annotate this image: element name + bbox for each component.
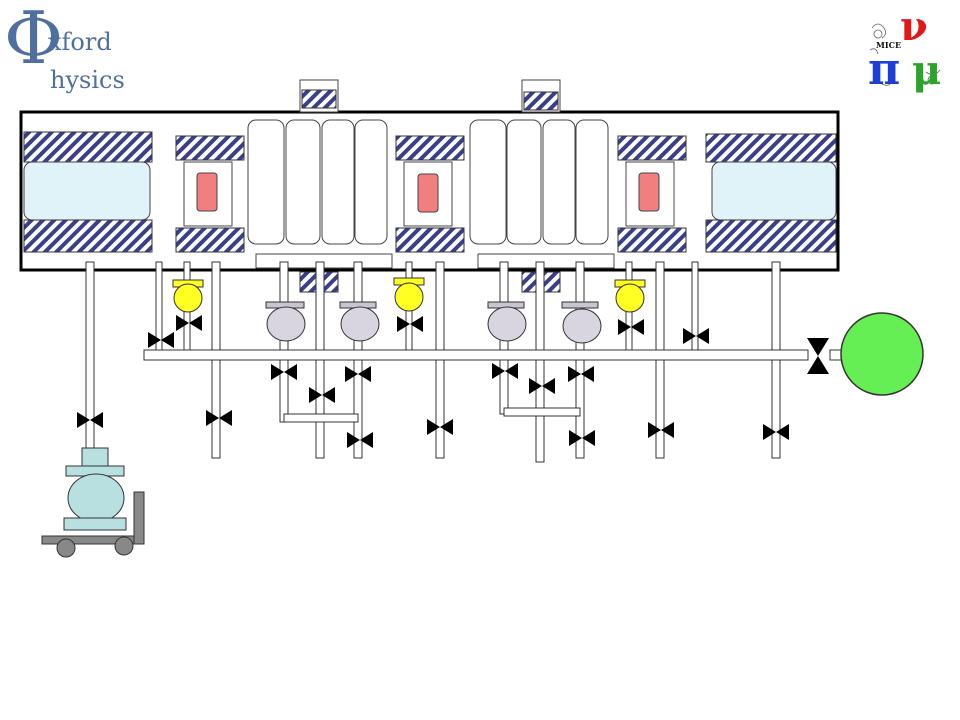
rf-cavity — [575, 119, 609, 245]
hatched-coil — [705, 133, 837, 163]
helium-dewar-trolley — [41, 447, 145, 558]
valve-icon — [176, 315, 202, 331]
red-coil — [638, 172, 660, 212]
rf-cavity — [354, 119, 388, 245]
rf-cavity — [506, 119, 542, 245]
logo-word-xford: xford — [48, 28, 112, 56]
hatched-coil — [175, 227, 245, 253]
nu-glyph: ν — [900, 10, 928, 50]
dewar-neck — [81, 447, 109, 469]
hatched-coil — [705, 219, 837, 253]
valve-icon — [271, 364, 297, 380]
rf-cavity — [542, 119, 576, 245]
dewar-body — [67, 473, 125, 523]
valve-icon — [427, 419, 453, 435]
valve-icon — [529, 378, 555, 394]
valve-icon — [763, 424, 789, 440]
valves — [77, 315, 829, 448]
absorber-module-3 — [617, 135, 687, 253]
absorber-module-1 — [175, 135, 245, 253]
valve-icon — [347, 432, 373, 448]
absorber-window — [23, 161, 151, 221]
red-coil — [196, 172, 218, 212]
valve-icon — [309, 387, 335, 403]
yellow-sensor — [394, 282, 424, 312]
left-end-module — [23, 131, 153, 253]
mu-glyph: μ — [912, 47, 941, 94]
right-end-module — [705, 133, 837, 253]
valve-icon — [206, 410, 232, 426]
hatched-coil — [23, 131, 153, 163]
mice-text: MICE — [876, 40, 901, 50]
valve-icon — [568, 366, 594, 382]
valve-icon — [148, 332, 174, 348]
pipe — [535, 261, 545, 463]
absorber-module-2 — [395, 135, 465, 253]
pipe-crossover — [503, 407, 581, 417]
main-isolation-valve-icon — [807, 338, 829, 374]
hatched-coil — [617, 135, 687, 161]
hatched-coil — [395, 227, 465, 253]
valve-icon — [683, 328, 709, 344]
hatched-coil — [523, 91, 559, 111]
valve-icon — [492, 363, 518, 379]
mice-logo-sketch — [869, 23, 941, 86]
absorber-window — [711, 161, 837, 221]
hatched-coil — [23, 219, 153, 253]
valve-icon — [345, 366, 371, 382]
valve-icon — [397, 316, 423, 332]
pipe-crossover — [283, 413, 359, 423]
rf-cavity — [469, 119, 507, 245]
oxford-physics-logo: Φ xford hysics — [4, 2, 134, 94]
grey-tank — [266, 306, 306, 342]
pipe — [85, 261, 95, 453]
yellow-sensor — [615, 283, 645, 313]
pipe — [691, 261, 699, 355]
pipe — [279, 261, 289, 423]
rf-cavity — [321, 119, 355, 245]
valve-icon — [77, 412, 103, 428]
phi-glyph: Φ — [4, 0, 64, 80]
rf-cavity — [285, 119, 321, 245]
valve-icon — [569, 430, 595, 446]
pump-inlet-pipe — [829, 349, 843, 361]
cavity-base-plate — [477, 253, 615, 269]
hatched-coil — [395, 135, 465, 161]
logo-word-hysics: hysics — [50, 66, 125, 94]
hatched-coil — [175, 135, 245, 161]
hatched-coil — [301, 89, 337, 109]
dewar-base — [63, 517, 127, 531]
grey-tanks — [265, 301, 602, 344]
yellow-sensor — [173, 283, 203, 313]
valve-icon — [648, 422, 674, 438]
hatched-coil — [617, 227, 687, 253]
green-vacuum-pump — [840, 312, 924, 396]
manifold-header — [143, 349, 809, 361]
pi-glyph: π — [868, 44, 900, 94]
red-coil — [417, 173, 439, 213]
tank-cap — [561, 301, 599, 309]
trolley-wheel — [56, 538, 76, 558]
mice-logo: MICE π ν μ — [868, 10, 941, 94]
grey-tank — [562, 308, 602, 344]
yellow-sensors — [172, 277, 646, 313]
grey-tank — [340, 306, 380, 342]
trolley-handle — [133, 491, 145, 545]
grey-tank — [487, 306, 527, 342]
rf-cavity — [247, 119, 285, 245]
trolley-wheel — [114, 536, 134, 556]
valve-icon — [618, 319, 644, 335]
